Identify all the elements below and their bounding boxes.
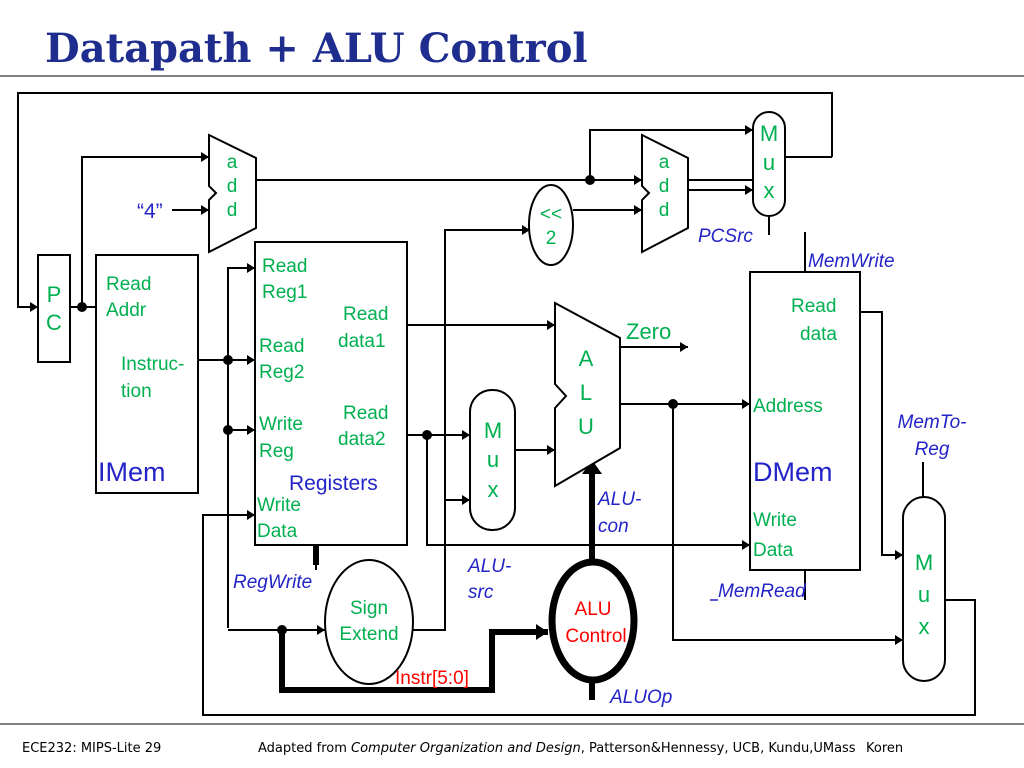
svg-text:d: d — [227, 176, 238, 197]
instruction-memory: Read Addr Instruc- tion IMem — [95, 254, 199, 494]
svg-text:Extend: Extend — [339, 624, 398, 645]
pcsrc-label: PCSrc — [698, 226, 753, 247]
svg-text:d: d — [227, 200, 238, 221]
memwrite-label: MemWrite — [808, 251, 895, 272]
svg-text:data: data — [800, 324, 837, 345]
footer-credit: Adapted from Computer Organization and D… — [258, 741, 856, 756]
shift-left-2: << 2 — [528, 184, 574, 266]
svg-text:Instruc-: Instruc- — [121, 354, 184, 375]
svg-text:ALU-: ALU- — [597, 489, 641, 510]
svg-text:Read: Read — [259, 336, 304, 357]
svg-text:Read: Read — [343, 304, 388, 325]
svg-text:ALU: ALU — [575, 599, 612, 620]
svg-text:DMem: DMem — [753, 457, 833, 487]
svg-text:Data: Data — [753, 540, 794, 561]
svg-text:Reg: Reg — [259, 441, 294, 462]
memtoreg-label: MemTo- Reg — [898, 412, 967, 460]
svg-text:Write: Write — [257, 495, 301, 516]
svg-text:tion: tion — [121, 381, 152, 402]
svg-text:Control: Control — [565, 626, 626, 647]
svg-text:a: a — [659, 152, 670, 173]
svg-text:IMem: IMem — [98, 457, 166, 487]
zero-label: Zero — [626, 319, 671, 344]
svg-text:2: 2 — [546, 228, 557, 249]
alusrc-label: ALU- src — [467, 556, 511, 603]
data-memory: Read data Address DMem Write Data — [749, 271, 861, 571]
svg-text:src: src — [468, 582, 494, 603]
svg-text:x: x — [488, 477, 499, 502]
svg-text:con: con — [598, 516, 629, 537]
svg-text:u: u — [763, 150, 775, 175]
svg-text:Reg1: Reg1 — [262, 282, 307, 303]
alucon-label: ALU- con — [597, 489, 641, 537]
svg-text:Write: Write — [753, 510, 797, 531]
svg-text:ALU-: ALU- — [467, 556, 511, 577]
alu-src-mux: M u x — [469, 389, 516, 531]
svg-text:P: P — [47, 282, 62, 307]
svg-text:Sign: Sign — [350, 598, 388, 619]
svg-text:x: x — [764, 178, 775, 203]
svg-text:d: d — [659, 200, 670, 221]
svg-text:M: M — [760, 121, 778, 146]
pc-mux: M u x — [752, 111, 786, 217]
svg-text:<<: << — [540, 204, 562, 225]
regwrite-label: RegWrite — [233, 572, 312, 593]
svg-text:data2: data2 — [338, 429, 386, 450]
svg-text:Read: Read — [343, 403, 388, 424]
svg-text:d: d — [659, 176, 670, 197]
svg-text:Data: Data — [257, 521, 298, 542]
alu-control-unit: ALU Control — [548, 558, 638, 684]
svg-text:A: A — [579, 346, 594, 371]
junctions — [77, 175, 678, 635]
const-four-label: “4” — [137, 200, 163, 223]
footer-author: Koren — [866, 741, 903, 756]
writeback-mux: M u x — [902, 496, 946, 682]
aluop-label: ALUOp — [609, 687, 672, 708]
svg-text:x: x — [919, 614, 930, 639]
svg-text:Read: Read — [791, 296, 836, 317]
footer-left: ECE232: MIPS-Lite 29 — [22, 741, 161, 756]
branch-adder: a d d — [641, 133, 689, 254]
svg-text:L: L — [580, 380, 592, 405]
svg-text:C: C — [46, 310, 62, 335]
svg-text:data1: data1 — [338, 331, 386, 352]
instr-label: Instr[5:0] — [395, 668, 469, 689]
svg-text:Read: Read — [262, 256, 307, 277]
svg-text:Read: Read — [106, 274, 151, 295]
arrowheads — [30, 125, 903, 645]
svg-text:MemTo-: MemTo- — [898, 412, 967, 433]
svg-text:u: u — [918, 582, 930, 607]
svg-text:M: M — [484, 418, 502, 443]
pc-register: P C — [37, 254, 71, 363]
svg-text:Registers: Registers — [289, 472, 378, 495]
svg-text:u: u — [487, 447, 499, 472]
alu: A L U — [554, 301, 621, 488]
svg-text:Reg: Reg — [915, 439, 950, 460]
register-file: Read Reg1 Read Reg2 Write Reg Write Data… — [254, 241, 408, 546]
memread-label: MemRead — [718, 581, 807, 602]
page-title: Datapath + ALU Control — [45, 25, 588, 72]
svg-text:M: M — [915, 550, 933, 575]
svg-text:Reg2: Reg2 — [259, 362, 304, 383]
svg-text:a: a — [227, 152, 238, 173]
svg-text:Address: Address — [753, 396, 823, 417]
svg-text:Write: Write — [259, 414, 303, 435]
svg-text:Addr: Addr — [106, 300, 147, 321]
pc-adder: a d d — [208, 133, 257, 254]
sign-extend: Sign Extend — [324, 559, 414, 685]
svg-text:U: U — [578, 414, 594, 439]
